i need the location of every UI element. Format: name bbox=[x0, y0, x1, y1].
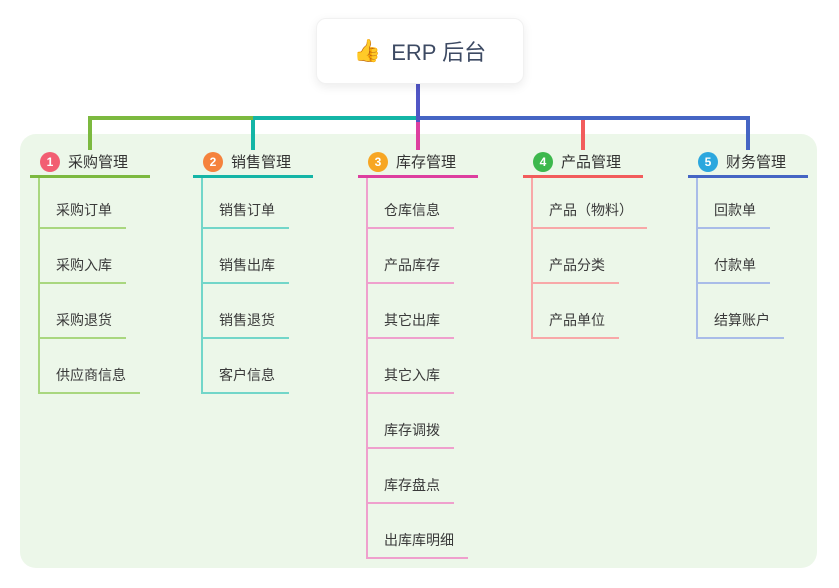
branch-header[interactable]: 5 财务管理 bbox=[688, 148, 808, 178]
child-row: 其它入库 bbox=[368, 339, 468, 394]
child-row: 采购订单 bbox=[40, 178, 140, 229]
child-node[interactable]: 采购退货 bbox=[40, 310, 126, 339]
child-row: 销售订单 bbox=[203, 178, 289, 229]
child-node[interactable]: 出库库明细 bbox=[368, 530, 468, 559]
branch-children: 回款单付款单结算账户 bbox=[696, 178, 784, 339]
child-node[interactable]: 供应商信息 bbox=[40, 365, 140, 394]
child-node[interactable]: 库存盘点 bbox=[368, 475, 454, 504]
branch-header[interactable]: 1 采购管理 bbox=[30, 148, 150, 178]
child-row: 回款单 bbox=[698, 178, 784, 229]
branch-label: 采购管理 bbox=[68, 154, 129, 171]
child-row: 供应商信息 bbox=[40, 339, 140, 394]
child-row: 销售出库 bbox=[203, 229, 289, 284]
branch-children: 采购订单采购入库采购退货供应商信息 bbox=[38, 178, 140, 394]
root-title: ERP 后台 bbox=[391, 40, 487, 65]
branch-column: 4 产品管理产品（物料） 产品分类产品单位 bbox=[523, 148, 647, 339]
child-row: 产品单位 bbox=[533, 284, 647, 339]
root-node[interactable]: 👍 ERP 后台 bbox=[316, 18, 524, 84]
child-row: 采购退货 bbox=[40, 284, 140, 339]
branch-label: 产品管理 bbox=[561, 154, 622, 171]
child-node[interactable]: 采购订单 bbox=[40, 200, 126, 229]
child-node[interactable]: 客户信息 bbox=[203, 365, 289, 394]
child-row: 库存调拨 bbox=[368, 394, 468, 449]
child-node[interactable]: 采购入库 bbox=[40, 255, 126, 284]
branch-number-badge: 3 bbox=[368, 151, 388, 172]
child-node[interactable]: 产品单位 bbox=[533, 310, 619, 339]
child-node[interactable]: 其它出库 bbox=[368, 310, 454, 339]
child-row: 产品库存 bbox=[368, 229, 468, 284]
child-row: 出库库明细 bbox=[368, 504, 468, 559]
child-node[interactable]: 销售退货 bbox=[203, 310, 289, 339]
branch-column: 5 财务管理回款单付款单结算账户 bbox=[688, 148, 808, 339]
child-node[interactable]: 产品分类 bbox=[533, 255, 619, 284]
branch-header[interactable]: 2 销售管理 bbox=[193, 148, 313, 178]
branch-number-badge: 2 bbox=[203, 151, 223, 172]
branch-children: 产品（物料） 产品分类产品单位 bbox=[531, 178, 647, 339]
child-row: 采购入库 bbox=[40, 229, 140, 284]
child-row: 其它出库 bbox=[368, 284, 468, 339]
branch-label: 销售管理 bbox=[231, 154, 292, 171]
branch-label: 库存管理 bbox=[396, 154, 457, 171]
branch-header[interactable]: 4 产品管理 bbox=[523, 148, 643, 178]
branch-number-badge: 1 bbox=[40, 151, 60, 172]
child-row: 库存盘点 bbox=[368, 449, 468, 504]
child-node[interactable]: 结算账户 bbox=[698, 310, 784, 339]
branches-panel bbox=[20, 134, 817, 568]
branch-children: 仓库信息产品库存其它出库其它入库库存调拨库存盘点出库库明细 bbox=[366, 178, 468, 559]
child-node[interactable]: 销售订单 bbox=[203, 200, 289, 229]
branch-header[interactable]: 3 库存管理 bbox=[358, 148, 478, 178]
child-row: 客户信息 bbox=[203, 339, 289, 394]
child-row: 产品分类 bbox=[533, 229, 647, 284]
child-row: 仓库信息 bbox=[368, 178, 468, 229]
child-node[interactable]: 付款单 bbox=[698, 255, 770, 284]
child-node[interactable]: 库存调拨 bbox=[368, 420, 454, 449]
child-node[interactable]: 产品库存 bbox=[368, 255, 454, 284]
child-row: 产品（物料） bbox=[533, 178, 647, 229]
child-node[interactable]: 销售出库 bbox=[203, 255, 289, 284]
thumbs-up-icon: 👍 bbox=[353, 38, 382, 63]
child-node[interactable]: 仓库信息 bbox=[368, 200, 454, 229]
child-node[interactable]: 回款单 bbox=[698, 200, 770, 229]
child-node[interactable]: 产品（物料） bbox=[533, 200, 647, 229]
branch-column: 1 采购管理采购订单采购入库采购退货供应商信息 bbox=[30, 148, 150, 394]
branch-column: 3 库存管理仓库信息产品库存其它出库其它入库库存调拨库存盘点出库库明细 bbox=[358, 148, 478, 559]
branch-column: 2 销售管理销售订单销售出库销售退货客户信息 bbox=[193, 148, 313, 394]
child-node[interactable]: 其它入库 bbox=[368, 365, 454, 394]
branch-number-badge: 5 bbox=[698, 151, 718, 172]
child-row: 结算账户 bbox=[698, 284, 784, 339]
branch-number-badge: 4 bbox=[533, 151, 553, 172]
child-row: 销售退货 bbox=[203, 284, 289, 339]
branch-label: 财务管理 bbox=[726, 154, 787, 171]
branch-children: 销售订单销售出库销售退货客户信息 bbox=[201, 178, 289, 394]
child-row: 付款单 bbox=[698, 229, 784, 284]
